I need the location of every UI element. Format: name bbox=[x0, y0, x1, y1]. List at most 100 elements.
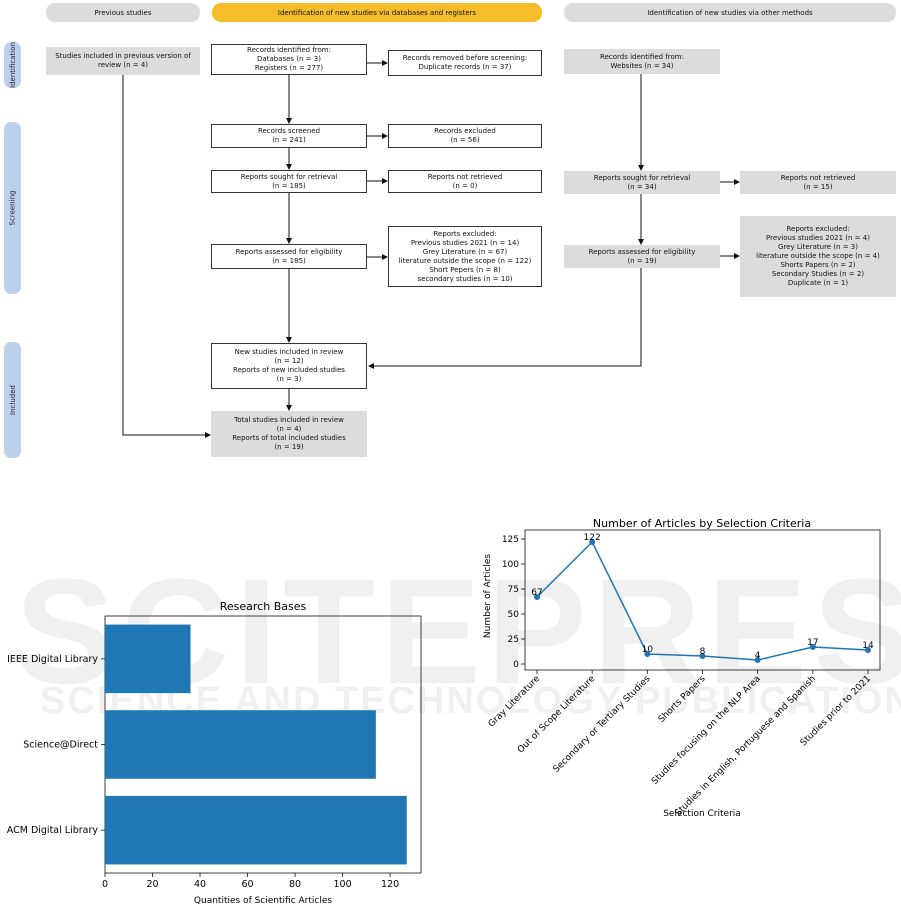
phase-identification: Identification bbox=[4, 42, 21, 88]
line-chart-ylabel: Number of Articles bbox=[483, 554, 493, 638]
line-chart-data-label: 67 bbox=[531, 588, 542, 598]
box-line: (n = 15) bbox=[803, 182, 833, 191]
line-chart-ytick-label: 0 bbox=[513, 660, 519, 670]
box-line: Reports sought for retrieval bbox=[240, 172, 338, 181]
box-line: Registers (n = 277) bbox=[254, 64, 324, 72]
header-other-methods: Identification of new studies via other … bbox=[564, 3, 896, 22]
box-line: Websites (n = 34) bbox=[610, 61, 674, 70]
bar-chart-xtick-label: 120 bbox=[381, 879, 399, 890]
bar-chart-bar bbox=[105, 710, 376, 779]
line-chart-point bbox=[865, 647, 871, 653]
box-line: Records removed before screening: bbox=[402, 54, 528, 62]
box-line: Duplicate (n = 1) bbox=[787, 279, 849, 287]
box-line: (n = 4) bbox=[276, 425, 302, 433]
header-databases-registers: Identification of new studies via databa… bbox=[212, 3, 542, 22]
box-line: Records screened bbox=[257, 127, 321, 135]
box-reports-assessed: Reports assessed for eligibility(n = 185… bbox=[211, 244, 367, 269]
box-line: Reports assessed for eligibility bbox=[235, 247, 343, 256]
bar-chart-xtick-label: 60 bbox=[242, 879, 254, 890]
line-chart-category-label: Secondary or Tertiary Studies bbox=[552, 674, 653, 775]
box-line: (n = 19) bbox=[274, 443, 304, 451]
box-records-identified: Records identified from:Databases (n = 3… bbox=[211, 44, 367, 75]
bar-chart-title: Research Bases bbox=[220, 600, 307, 613]
box-line: Secondary Studies (n = 2) bbox=[771, 270, 865, 278]
box-new-included: New studies included in review(n = 12)Re… bbox=[211, 343, 367, 389]
bar-chart-xlabel: Quantities of Scientific Articles bbox=[194, 896, 332, 906]
box-line: Records excluded bbox=[434, 127, 496, 135]
box-line: (n = 34) bbox=[627, 182, 657, 191]
box-records-removed: Records removed before screening:Duplica… bbox=[388, 50, 542, 76]
box-line: New studies included in review bbox=[234, 348, 344, 356]
box-web-not-retrieved: Reports not retrieved(n = 15) bbox=[740, 171, 896, 194]
box-line: literature outside the scope (n = 4) bbox=[756, 252, 880, 260]
box-line: (n = 185) bbox=[272, 181, 306, 190]
box-records-excluded: Records excluded(n = 56) bbox=[388, 124, 542, 148]
box-total-included: Total studies included in review(n = 4)R… bbox=[211, 411, 367, 457]
box-line: Studies included in previous version of bbox=[55, 52, 191, 60]
box-line: Reports of new included studies bbox=[233, 366, 345, 374]
box-line: Reports not retrieved bbox=[780, 173, 856, 182]
bar-chart-bar bbox=[105, 795, 407, 865]
bar-chart-bar bbox=[105, 624, 191, 694]
box-line: Short Pepers (n = 8) bbox=[429, 265, 501, 274]
phase-included: Included bbox=[4, 342, 21, 458]
bar-chart-category-label: ACM Digital Library bbox=[7, 825, 99, 836]
box-line: Duplicate records (n = 37) bbox=[418, 63, 512, 71]
line-chart-point bbox=[534, 594, 540, 600]
box-line: (n = 3) bbox=[276, 375, 302, 383]
bar-chart-xtick-label: 100 bbox=[334, 879, 352, 890]
bar-chart: Research Bases Quantities of Scientific … bbox=[7, 600, 422, 906]
phase-screening: Screening bbox=[4, 122, 21, 294]
box-line: Grey Literature (n = 3) bbox=[778, 243, 858, 251]
box-line: Shorts Papers (n = 2) bbox=[780, 261, 856, 269]
box-line: Reports excluded: bbox=[786, 225, 850, 233]
line-chart-category-label: Shorts Papers bbox=[657, 674, 708, 725]
line-chart-ytick-label: 125 bbox=[502, 535, 519, 545]
box-line: Reports assessed for eligibility bbox=[588, 247, 696, 256]
line-chart-ytick-label: 100 bbox=[502, 560, 519, 570]
box-line: Reports of total included studies bbox=[232, 434, 346, 442]
box-line: Previous studies 2021 (n = 4) bbox=[766, 234, 870, 242]
box-line: secondary studies (n = 10) bbox=[417, 274, 513, 283]
box-web-assessed: Reports assessed for eligibility(n = 19) bbox=[564, 245, 720, 268]
line-chart-data-label: 17 bbox=[807, 638, 818, 648]
box-line: review (n = 4) bbox=[97, 61, 149, 69]
line-chart-category-label: Studies focusing on the NLP Area bbox=[650, 674, 763, 787]
bar-chart-category-label: Science@Direct bbox=[23, 740, 98, 751]
line-chart-category-label: Gray Literature bbox=[487, 674, 543, 730]
box-line: Records identified from: bbox=[247, 46, 331, 54]
bar-chart-category-label: IEEE Digital Library bbox=[7, 654, 98, 665]
box-line: literature outside the scope (n = 122) bbox=[398, 256, 532, 265]
bar-chart-xtick-label: 20 bbox=[146, 879, 158, 890]
line-chart-ytick-label: 75 bbox=[508, 585, 519, 595]
box-line: Previous studies 2021 (n = 14) bbox=[410, 238, 520, 247]
box-line: (n = 241) bbox=[272, 136, 306, 144]
line-chart-point bbox=[754, 657, 761, 663]
box-line: (n = 56) bbox=[450, 136, 480, 144]
box-line: Records identified from: bbox=[600, 52, 684, 61]
box-line: (n = 185) bbox=[272, 256, 306, 265]
line-chart-point bbox=[809, 644, 816, 650]
box-line: (n = 0) bbox=[452, 181, 478, 190]
line-chart-data-label: 4 bbox=[755, 651, 761, 661]
box-web-identified: Records identified from:Websites (n = 34… bbox=[564, 49, 720, 74]
box-line: Total studies included in review bbox=[234, 416, 344, 424]
line-chart-point bbox=[644, 651, 651, 657]
bar-chart-xtick-label: 80 bbox=[289, 879, 301, 890]
box-line: Reports excluded: bbox=[433, 229, 497, 238]
line-chart-point bbox=[699, 653, 706, 659]
line-chart-data-label: 122 bbox=[584, 533, 601, 543]
box-records-screened: Records screened(n = 241) bbox=[211, 124, 367, 148]
line-chart-data-label: 14 bbox=[862, 641, 874, 651]
box-line: Grey Literature (n = 67) bbox=[422, 247, 508, 256]
box-reports-excluded: Reports excluded:Previous studies 2021 (… bbox=[388, 226, 542, 287]
line-chart-data-label: 10 bbox=[642, 645, 654, 655]
box-web-sought: Reports sought for retrieval(n = 34) bbox=[564, 171, 720, 194]
header-previous-studies: Previous studies bbox=[46, 3, 200, 22]
box-line: (n = 19) bbox=[627, 256, 657, 265]
line-chart-ytick-label: 50 bbox=[508, 610, 520, 620]
bar-chart-xtick-label: 0 bbox=[102, 879, 108, 890]
box-line: Reports sought for retrieval bbox=[593, 173, 691, 182]
line-chart-title: Number of Articles by Selection Criteria bbox=[593, 517, 811, 530]
